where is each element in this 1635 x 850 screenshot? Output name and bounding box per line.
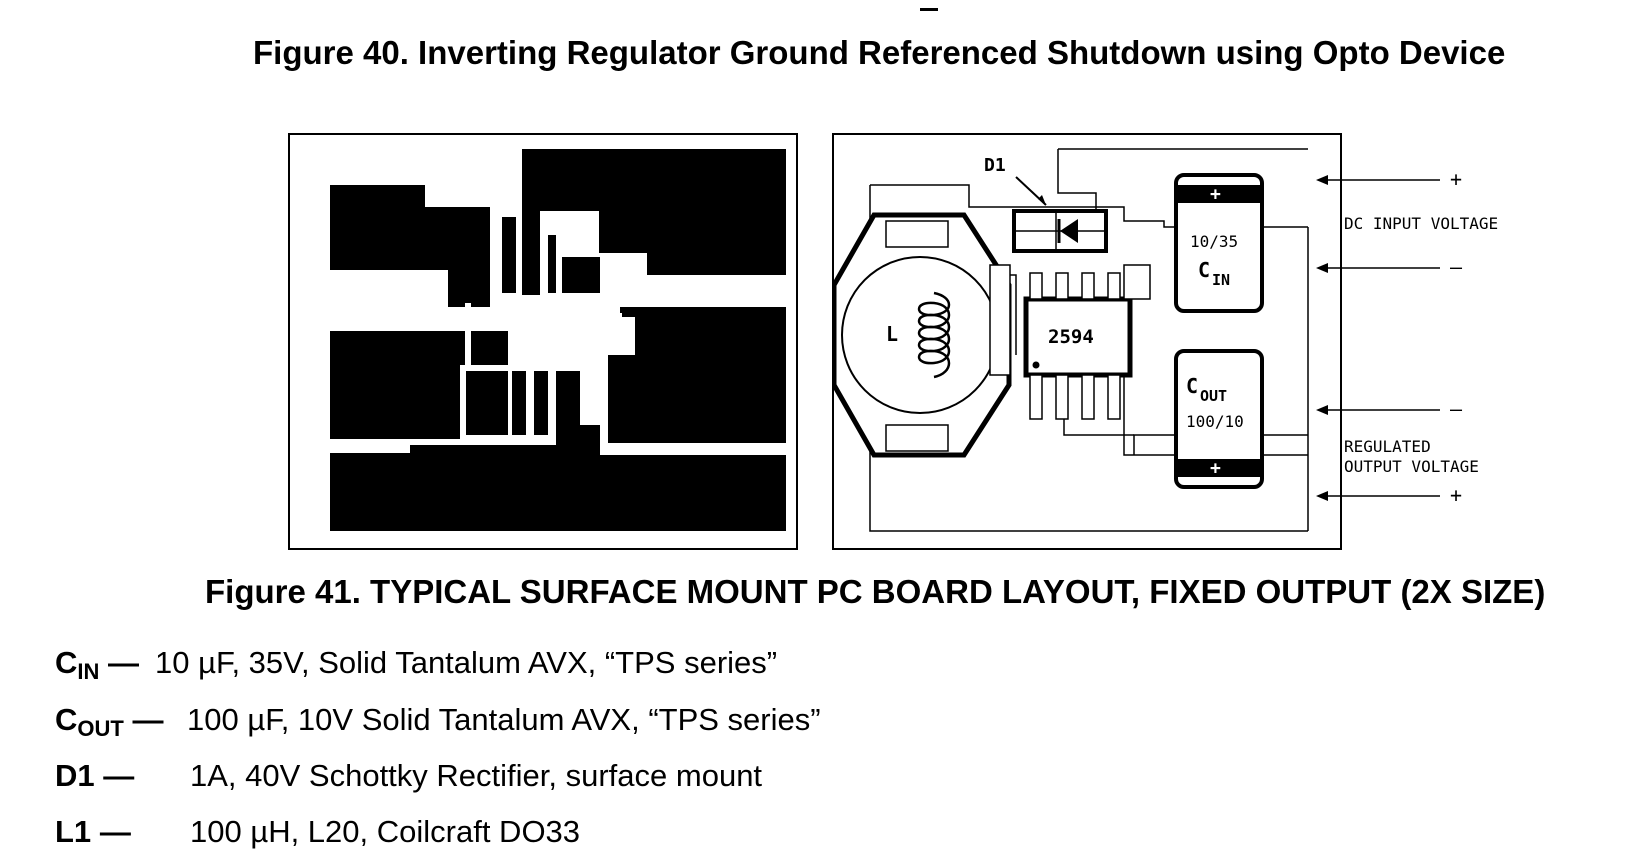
diode-arrow-icon (1060, 219, 1078, 243)
cin-value: 10/35 (1190, 232, 1238, 251)
cout-value: 100/10 (1186, 412, 1244, 431)
pcb-component-layout: L D1 2594 + 10/35 C IN (831, 133, 1342, 550)
terminal-annotations: + DC INPUT VOLTAGE – – REGULATED OUTPUT … (1316, 167, 1498, 507)
cin-capacitor (1174, 173, 1264, 313)
cout-plus-mark: + (1210, 458, 1221, 479)
input-minus-label: – (1450, 255, 1463, 279)
bom-ref: D1 — (55, 758, 135, 793)
pcb-copper-layout (288, 133, 798, 550)
bom-ref: L1 — (55, 814, 131, 849)
bom-description: 100 µF, 10V Solid Tantalum AVX, “TPS ser… (187, 702, 821, 737)
bom-description: 100 µH, L20, Coilcraft DO33 (190, 814, 581, 849)
output-minus-label: – (1450, 397, 1463, 421)
output-plus-label: + (1450, 483, 1462, 507)
bom-ref: COUT — (55, 702, 164, 741)
cout-sub: OUT (1200, 387, 1227, 405)
bom-description: 1A, 40V Schottky Rectifier, surface moun… (190, 758, 763, 793)
cin-sub: IN (1212, 271, 1230, 289)
bom-ref: CIN — (55, 645, 140, 684)
cin-name: C (1198, 258, 1210, 282)
input-plus-label: + (1450, 167, 1462, 191)
cout-name: C (1186, 374, 1198, 398)
component-layout-drawing: L D1 2594 + 10/35 C IN (831, 148, 1309, 532)
ic-body (1023, 296, 1133, 378)
figure-41-caption: Figure 41. TYPICAL SURFACE MOUNT PC BOAR… (205, 573, 1546, 610)
bom-description: 10 µF, 35V, Solid Tantalum AVX, “TPS ser… (155, 645, 778, 680)
copper-layout-drawing (330, 149, 786, 531)
dc-input-label: DC INPUT VOLTAGE (1344, 214, 1498, 233)
regulated-label-line2: OUTPUT VOLTAGE (1344, 457, 1479, 476)
overbar-mark (920, 8, 938, 11)
regulated-label-line1: REGULATED (1344, 437, 1431, 456)
d1-label: D1 (984, 155, 1006, 176)
cin-plus-mark: + (1210, 184, 1221, 205)
figure-40-caption: Figure 40. Inverting Regulator Ground Re… (253, 34, 1506, 71)
cout-capacitor (1174, 349, 1264, 489)
inductor-label: L (886, 322, 898, 346)
ic-label: 2594 (1048, 326, 1094, 348)
